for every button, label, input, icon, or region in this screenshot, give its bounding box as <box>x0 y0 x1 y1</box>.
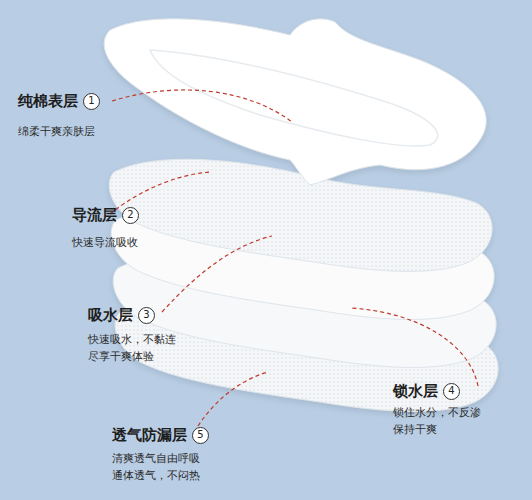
leader-line <box>112 90 292 122</box>
flow-layer <box>109 159 492 271</box>
leader-line <box>350 308 478 386</box>
layer-name: 锁水层 <box>393 382 438 400</box>
layer-name: 透气防漏层 <box>112 426 187 444</box>
callout-number: 3 <box>138 307 155 324</box>
layer-description: 清爽透气自由呼吸 通体透气，不闷热 <box>112 450 207 484</box>
layer-name: 吸水层 <box>88 306 133 324</box>
callout-number: 2 <box>122 207 139 224</box>
layer-description: 快速吸水，不黏连 尽享干爽体验 <box>88 331 183 365</box>
cotton-top-layer <box>104 19 486 185</box>
layer-description: 快速导流吸收 <box>72 234 138 251</box>
layer-name: 导流层 <box>72 206 117 224</box>
layer-name: 纯棉表层 <box>18 92 78 110</box>
callout-number-text: 4 <box>448 386 454 396</box>
callout-number: 5 <box>192 427 209 444</box>
layer-description: 绵柔干爽亲肤层 <box>18 123 95 140</box>
leader-line <box>198 372 268 426</box>
callout-number-text: 2 <box>127 210 133 220</box>
callout-number: 1 <box>83 93 100 110</box>
leader-line <box>162 236 272 312</box>
callout-number-text: 5 <box>197 430 203 440</box>
callout-number-text: 1 <box>88 96 94 106</box>
callout-number-text: 3 <box>143 310 149 320</box>
layer-description: 锁住水分，不反渗 保持干爽 <box>393 404 488 438</box>
callout-number: 4 <box>443 383 460 400</box>
top-layer-channel <box>150 50 438 146</box>
